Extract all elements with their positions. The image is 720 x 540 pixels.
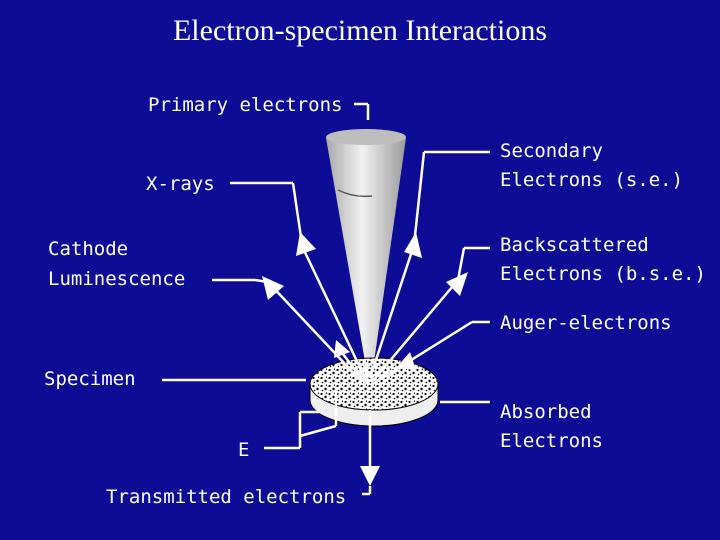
label-cathode-2: Luminescence	[48, 268, 185, 290]
label-absorbed-1: Absorbed	[500, 401, 592, 423]
label-primary-electrons: Primary electrons	[148, 94, 342, 116]
primary-electrons-arrow	[354, 102, 370, 120]
slide-title: Electron-specimen Interactions	[172, 14, 547, 47]
transmitted-electrons-arrow	[360, 410, 380, 496]
label-absorbed-2: Electrons	[500, 430, 603, 452]
label-secondary-2: Electrons (s.e.)	[500, 169, 683, 191]
label-backscattered-2: Electrons (b.s.e.)	[500, 263, 706, 285]
label-transmitted-electrons: Transmitted electrons	[106, 486, 346, 508]
backscattered-electrons-arrow	[371, 246, 490, 383]
primary-beam	[326, 129, 406, 390]
auger-electrons-arrow	[375, 320, 490, 384]
scatter-arrows-left	[334, 340, 368, 383]
specimen-disc	[309, 357, 439, 427]
cathode-luminescence-arrow	[212, 276, 363, 383]
label-x-rays: X-rays	[146, 173, 215, 195]
label-auger-electrons: Auger-electrons	[500, 312, 672, 334]
e-field-bracket	[264, 392, 338, 450]
label-cathode-1: Cathode	[48, 238, 128, 260]
label-e-field: E	[238, 439, 249, 461]
x-rays-arrow	[230, 181, 367, 379]
label-secondary-1: Secondary	[500, 140, 603, 162]
label-backscattered-1: Backscattered	[500, 234, 649, 256]
secondary-electrons-arrow	[368, 150, 490, 379]
label-specimen: Specimen	[44, 368, 136, 390]
